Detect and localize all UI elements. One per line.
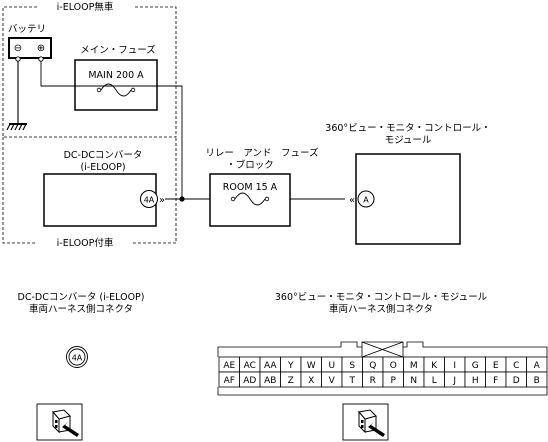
monitor-module-box — [355, 153, 461, 245]
connector-pin-label: Q — [369, 361, 376, 371]
right-connector-pin-grid: AE AC AA Y W U S Q O M K I G E C A AF AD AB Z X V T R P N L J H F D B — [218, 356, 548, 388]
region-label-bg-top — [38, 0, 132, 13]
main-fuse: メイン・フューズ MAIN 200 A — [74, 44, 158, 111]
dcdc-terminal-label: 4A — [144, 196, 155, 205]
battery: バッテリ ⊖ ⊕ — [8, 24, 52, 62]
module-terminal-label: A — [363, 196, 369, 205]
relay-fuse-element-icon — [234, 192, 266, 206]
dcdc-terminal-badge — [140, 190, 158, 208]
connector-pin-label: D — [513, 376, 520, 386]
battery-plus-pin — [38, 56, 44, 62]
main-fuse-box — [74, 59, 158, 111]
relay-fuse-block-caption-line2: ・ブロック — [226, 159, 274, 171]
battery-minus-terminal-icon: ⊖ — [14, 43, 22, 54]
relay-fuse-block-box — [209, 173, 291, 227]
connector-pin-label: O — [390, 361, 397, 371]
connector-pin-label: I — [453, 361, 456, 371]
connector-pin-label: R — [370, 376, 376, 386]
relay-fuse-pin-left — [230, 196, 236, 202]
left-connector-face-inner — [68, 348, 86, 366]
relay-fuse-block: リレー アンド フューズ ・ブロック ROOM 15 A — [205, 147, 319, 227]
wires — [40, 61, 345, 200]
connector-pin-label: H — [472, 376, 479, 386]
connector-pin-label: AB — [264, 376, 276, 386]
connector-pin-label: K — [431, 361, 438, 371]
region-frame-with-iloop — [2, 137, 177, 244]
connector-pin-label: U — [328, 361, 335, 371]
connector-pin-label: W — [307, 361, 316, 371]
relay-fuse-pin-right — [264, 196, 270, 202]
connector-pin-label: A — [534, 361, 541, 371]
connector-pin-label: T — [349, 376, 356, 386]
monitor-control-module: 360°ビュー・モニタ・コントロール・ モジュール « A — [325, 123, 491, 245]
monitor-module-name-line2: モジュール — [385, 135, 432, 146]
dcdc-converter: DC-DCコンバータ (i-ELOOP) 4A » — [43, 150, 165, 227]
connector-pin-label: B — [534, 376, 540, 386]
region-label-without-iloop: i-ELOOP無車 — [57, 1, 114, 13]
connector-pin-label: X — [308, 376, 314, 386]
left-connector-terminal-label: 4A — [72, 354, 83, 363]
connector-pin-cell — [526, 371, 548, 388]
battery-box — [8, 37, 52, 59]
connector-pin-label: Z — [288, 376, 294, 386]
battery-label: バッテリ — [8, 24, 46, 35]
connector-pin-label: P — [391, 376, 397, 386]
monitor-module-name-line1: 360°ビュー・モニタ・コントロール・ — [325, 123, 490, 134]
connector-pin-label: AC — [244, 361, 256, 371]
region-frame-without-iloop — [2, 6, 177, 138]
connector-pin-label: AF — [224, 376, 235, 386]
ground-icon — [6, 61, 27, 131]
left-connector-title-line1: DC-DCコンバータ (i-ELOOP) — [18, 292, 145, 303]
connector-pin-label: V — [329, 376, 336, 386]
region-label-with-iloop: i-ELOOP付車 — [57, 237, 114, 249]
left-harness-connector: DC-DCコンバータ (i-ELOOP) 車両ハーネス側コネクタ 4A — [18, 292, 145, 368]
connector-pin-label: E — [493, 361, 499, 371]
main-fuse-label: MAIN 200 A — [88, 70, 144, 81]
connector-pin-label: AE — [223, 361, 235, 371]
connector-pin-label: M — [410, 361, 418, 371]
right-connector-title-line1: 360°ビュー・モニタ・コントロール・モジュール — [275, 292, 488, 303]
battery-plus-terminal-icon: ⊕ — [37, 43, 45, 54]
dcdc-converter-name-line2: (i-ELOOP) — [80, 162, 125, 173]
connector-pin-label: G — [472, 361, 479, 371]
left-connector-view-icon — [36, 403, 83, 441]
relay-fuse-block-label: ROOM 15 A — [223, 182, 278, 193]
connector-pin-label: C — [513, 361, 519, 371]
right-connector-housing — [217, 341, 548, 396]
connector-pin-label: Y — [287, 361, 294, 371]
connector-pin-label: F — [493, 376, 498, 386]
relay-fuse-block-caption-line1: リレー アンド フューズ — [205, 147, 319, 159]
left-connector-title-line2: 車両ハーネス側コネクタ — [29, 303, 133, 315]
wire-battery-to-junction — [40, 61, 183, 199]
connector-pin-label: L — [432, 376, 437, 386]
connector-pin-label: AD — [243, 376, 256, 386]
main-fuse-pin-right — [130, 87, 136, 93]
right-connector-view-icon — [342, 403, 389, 441]
connector-pin-label: S — [349, 361, 355, 371]
region-frames — [2, 6, 177, 244]
dcdc-converter-name-line1: DC-DCコンバータ — [64, 150, 143, 161]
wire-junction-dot — [179, 196, 185, 202]
main-fuse-caption: メイン・フューズ — [80, 44, 156, 56]
battery-minus-pin — [15, 56, 21, 62]
connector-pin-label: AA — [264, 361, 277, 371]
main-fuse-pin-left — [96, 87, 102, 93]
dcdc-connector-chevron-icon: » — [159, 195, 165, 206]
main-fuse-element-icon — [100, 83, 132, 97]
connector-pin-label: N — [410, 376, 417, 386]
right-connector-title-line2: 車両ハーネス側コネクタ — [329, 303, 433, 315]
module-terminal-badge — [357, 190, 375, 208]
connector-pin-label: J — [452, 376, 456, 386]
dcdc-converter-box — [43, 173, 157, 227]
region-label-bg-bottom — [38, 237, 132, 250]
module-connector-chevron-icon: « — [349, 195, 355, 206]
